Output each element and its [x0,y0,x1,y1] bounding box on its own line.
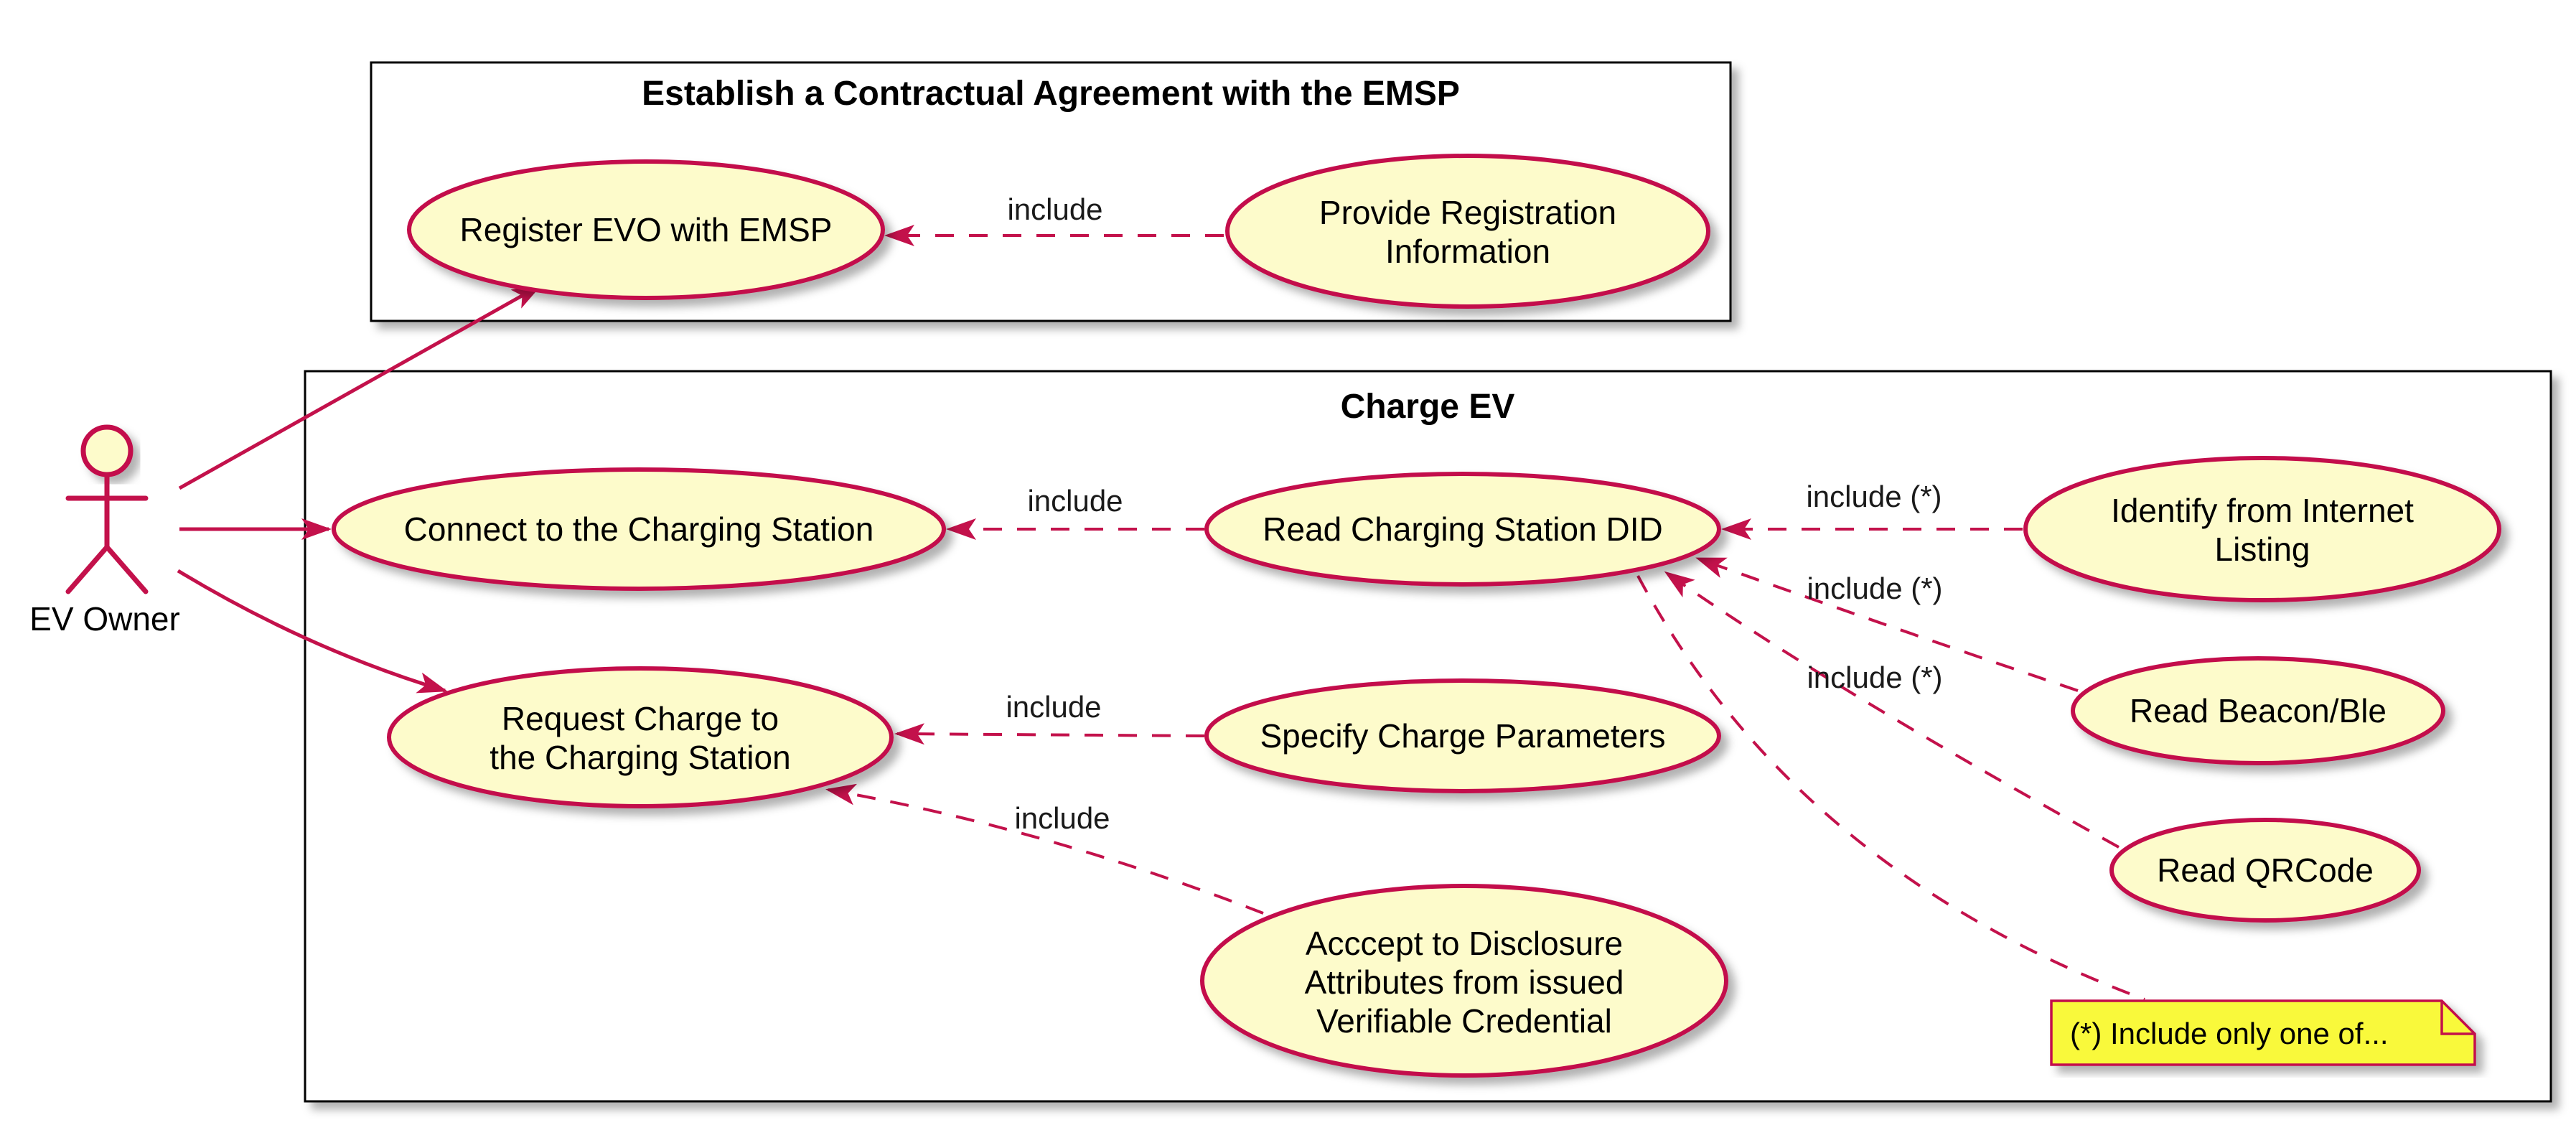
usecase-provide-registration-label-line1: Provide Registration [1319,194,1616,231]
edge-label-include-did: include [1027,484,1123,518]
usecase-identify-internet-ellipse [2023,456,2501,602]
note-include-only-one: (*) Include only one of... [2050,999,2476,1066]
actor-body [65,472,149,594]
edge-label-include-beacon: include (*) [1807,571,1942,605]
usecase-connect-station-label: Connect to the Charging Station [404,510,874,548]
note-body [2050,999,2476,1066]
edge-actor-register [178,284,543,490]
usecase-request-charge-ellipse [387,666,894,808]
usecase-register-evo-ellipse [407,159,885,300]
usecase-specify-parameters: Specify Charge Parameters [1204,678,1721,793]
usecase-provide-registration: Provide Registration Information [1225,154,1710,309]
edge-label-include-accept: include [1014,801,1110,835]
usecase-identify-internet-label-line2: Listing [2215,531,2310,568]
usecase-read-qrcode-ellipse [2109,818,2421,923]
edge-label-include-identify: include (*) [1806,480,1942,513]
usecase-accept-disclosure-label-line3: Verifiable Credential [1316,1002,1612,1040]
usecase-identify-internet-label-line1: Identify from Internet [2111,492,2414,529]
package-emsp-title: Establish a Contractual Agreement with t… [642,75,1460,113]
package-charge-ev-title: Charge EV [1341,388,1515,426]
usecase-accept-disclosure-label-line2: Attributes from issued [1305,963,1624,1001]
usecase-connect-station-ellipse [332,467,946,591]
usecase-specify-parameters-label: Specify Charge Parameters [1260,717,1665,755]
edge-include-beacon-did [1695,557,2079,692]
usecase-read-did-label: Read Charging Station DID [1263,510,1662,548]
edge-label-include-specify: include [1006,690,1101,724]
usecase-provide-registration-ellipse [1225,154,1710,309]
usecase-read-beacon-ellipse [2071,656,2445,765]
usecase-connect-station: Connect to the Charging Station [332,467,946,591]
usecase-specify-parameters-ellipse [1204,678,1721,793]
note-fold-icon [2440,1001,2475,1035]
usecase-register-evo-label: Register EVO with EMSP [460,211,833,248]
usecase-accept-disclosure: Acccept to Disclosure Attributes from is… [1200,884,1728,1078]
actor-head [80,424,134,477]
edge-actor-request [177,569,448,694]
edge-label-include-qrcode: include (*) [1807,661,1942,694]
usecase-read-did-ellipse [1204,472,1721,587]
usecase-read-beacon: Read Beacon/Ble [2071,656,2445,765]
usecase-identify-internet: Identify from Internet Listing [2023,456,2501,602]
usecase-register-evo: Register EVO with EMSP [407,159,885,300]
usecase-accept-disclosure-ellipse [1200,884,1728,1078]
usecase-read-did: Read Charging Station DID [1204,472,1721,587]
usecase-read-qrcode: Read QRCode [2109,818,2421,923]
usecase-provide-registration-label-line2: Information [1385,233,1550,270]
usecase-read-qrcode-label: Read QRCode [2157,851,2374,889]
note-text: (*) Include only one of... [2070,1017,2389,1050]
usecase-accept-disclosure-label-line1: Acccept to Disclosure [1306,925,1623,962]
edge-label-include-provide: include [1007,192,1102,226]
actor-label: EV Owner [29,600,180,638]
edge-include-specify-request [894,723,1205,745]
usecase-request-charge: Request Charge to the Charging Station [387,666,894,808]
usecase-request-charge-label-line2: the Charging Station [490,739,790,776]
usecase-request-charge-label-line1: Request Charge to [502,700,779,737]
actor-ev-owner: EV Owner [29,424,180,638]
usecase-read-beacon-label: Read Beacon/Ble [2130,692,2387,729]
